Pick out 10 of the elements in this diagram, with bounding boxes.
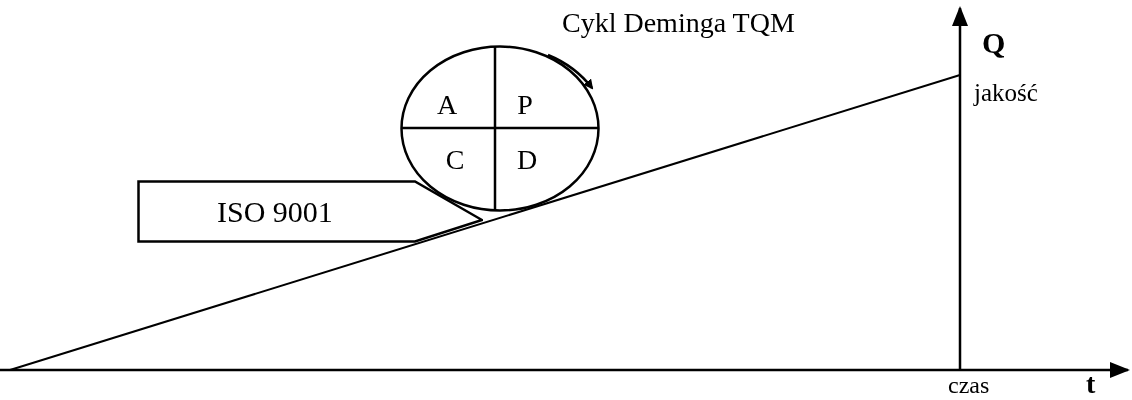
quadrant-letter: P [517,91,533,119]
axis-label: czas [948,372,990,398]
quadrant-letter: A [436,91,458,119]
axis-label: jakość [974,78,1038,108]
axis-label: t [1086,370,1096,398]
callout-text: ISO 9001 [217,196,333,227]
cycle-title: Cykl Deminga TQM [562,6,795,40]
quadrant-letter: D [516,146,538,174]
quadrant-letter: C [445,146,465,174]
axis-label: Q [982,25,1006,61]
